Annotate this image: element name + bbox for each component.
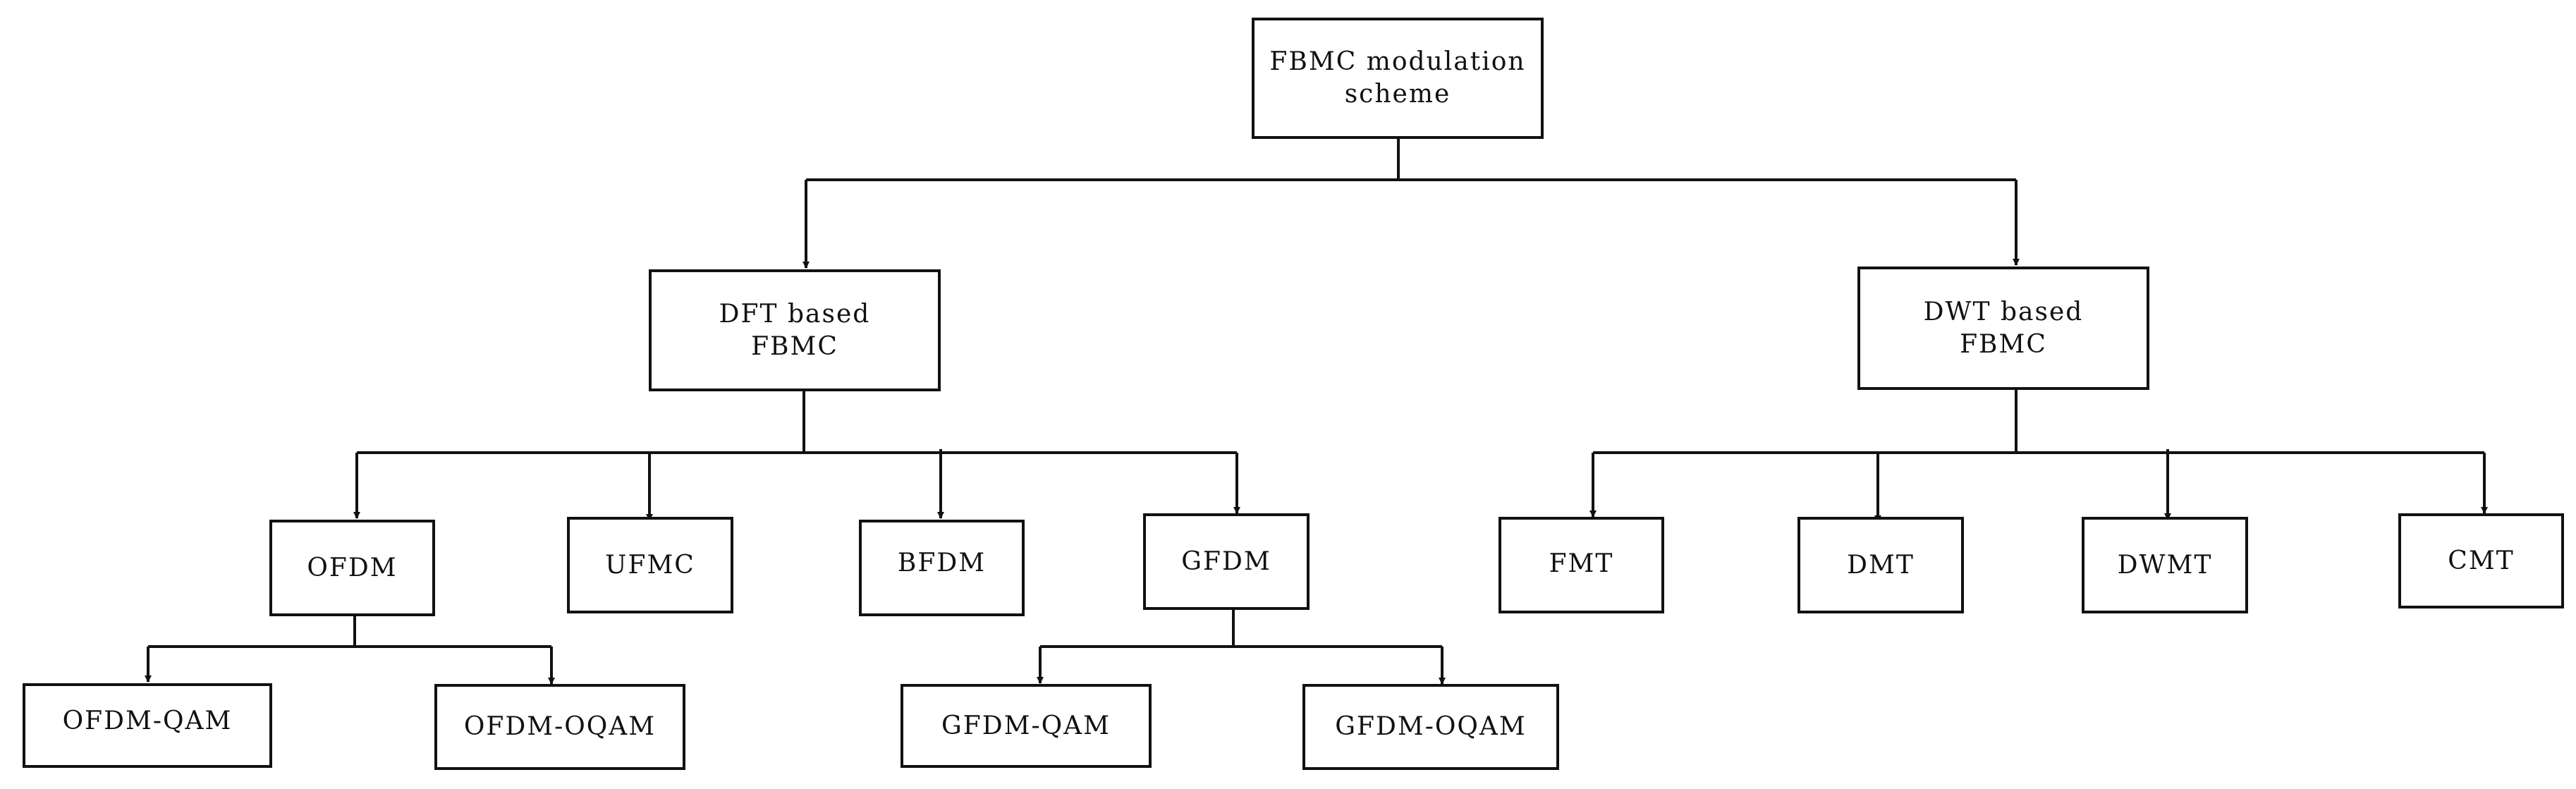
node-dwmt: DWMT [2082,517,2248,613]
node-bfdm: BFDM [859,520,1025,616]
node-dmt-label: DMT [1847,550,1915,580]
node-fmt: FMT [1498,517,1664,613]
node-ufmc: UFMC [567,517,733,613]
node-fbmc-modulation-scheme-line2: scheme [1344,80,1451,109]
node-ofdm-qam-label: OFDM-QAM [62,707,233,735]
node-fbmc-modulation-scheme-line1: FBMC modulation [1269,47,1526,76]
node-ofdm-qam: OFDM-QAM [23,683,272,768]
node-gfdm: GFDM [1143,513,1310,610]
node-dft-based-fbmc: DFT based FBMC [649,269,941,391]
node-bfdm-label: BFDM [897,548,987,577]
node-dwt-based-fbmc: DWT based FBMC [1857,267,2149,390]
node-dft-based-fbmc-line2: FBMC [751,331,838,361]
node-cmt: CMT [2398,513,2564,608]
node-gfdm-oqam: GFDM-OQAM [1302,684,1559,770]
node-ofdm-label: OFDM [307,553,398,582]
node-cmt-label: CMT [2448,546,2515,575]
node-gfdm-qam-label: GFDM-QAM [941,711,1111,740]
node-gfdm-oqam-label: GFDM-OQAM [1335,712,1527,741]
node-dwmt-label: DWMT [2117,550,2213,580]
node-dwt-based-fbmc-line2: FBMC [1960,329,2047,359]
node-ufmc-label: UFMC [605,550,695,580]
node-fmt-label: FMT [1549,549,1614,578]
node-dft-based-fbmc-line1: DFT based [719,299,871,329]
node-ofdm-oqam: OFDM-OQAM [434,684,685,770]
node-gfdm-qam: GFDM-QAM [901,684,1152,768]
node-ofdm: OFDM [269,520,435,616]
node-ofdm-oqam-label: OFDM-OQAM [463,712,657,741]
node-dwt-based-fbmc-line1: DWT based [1923,297,2084,326]
node-fbmc-modulation-scheme: FBMC modulation scheme [1252,18,1544,139]
node-gfdm-label: GFDM [1181,546,1271,576]
node-dmt: DMT [1797,517,1964,613]
